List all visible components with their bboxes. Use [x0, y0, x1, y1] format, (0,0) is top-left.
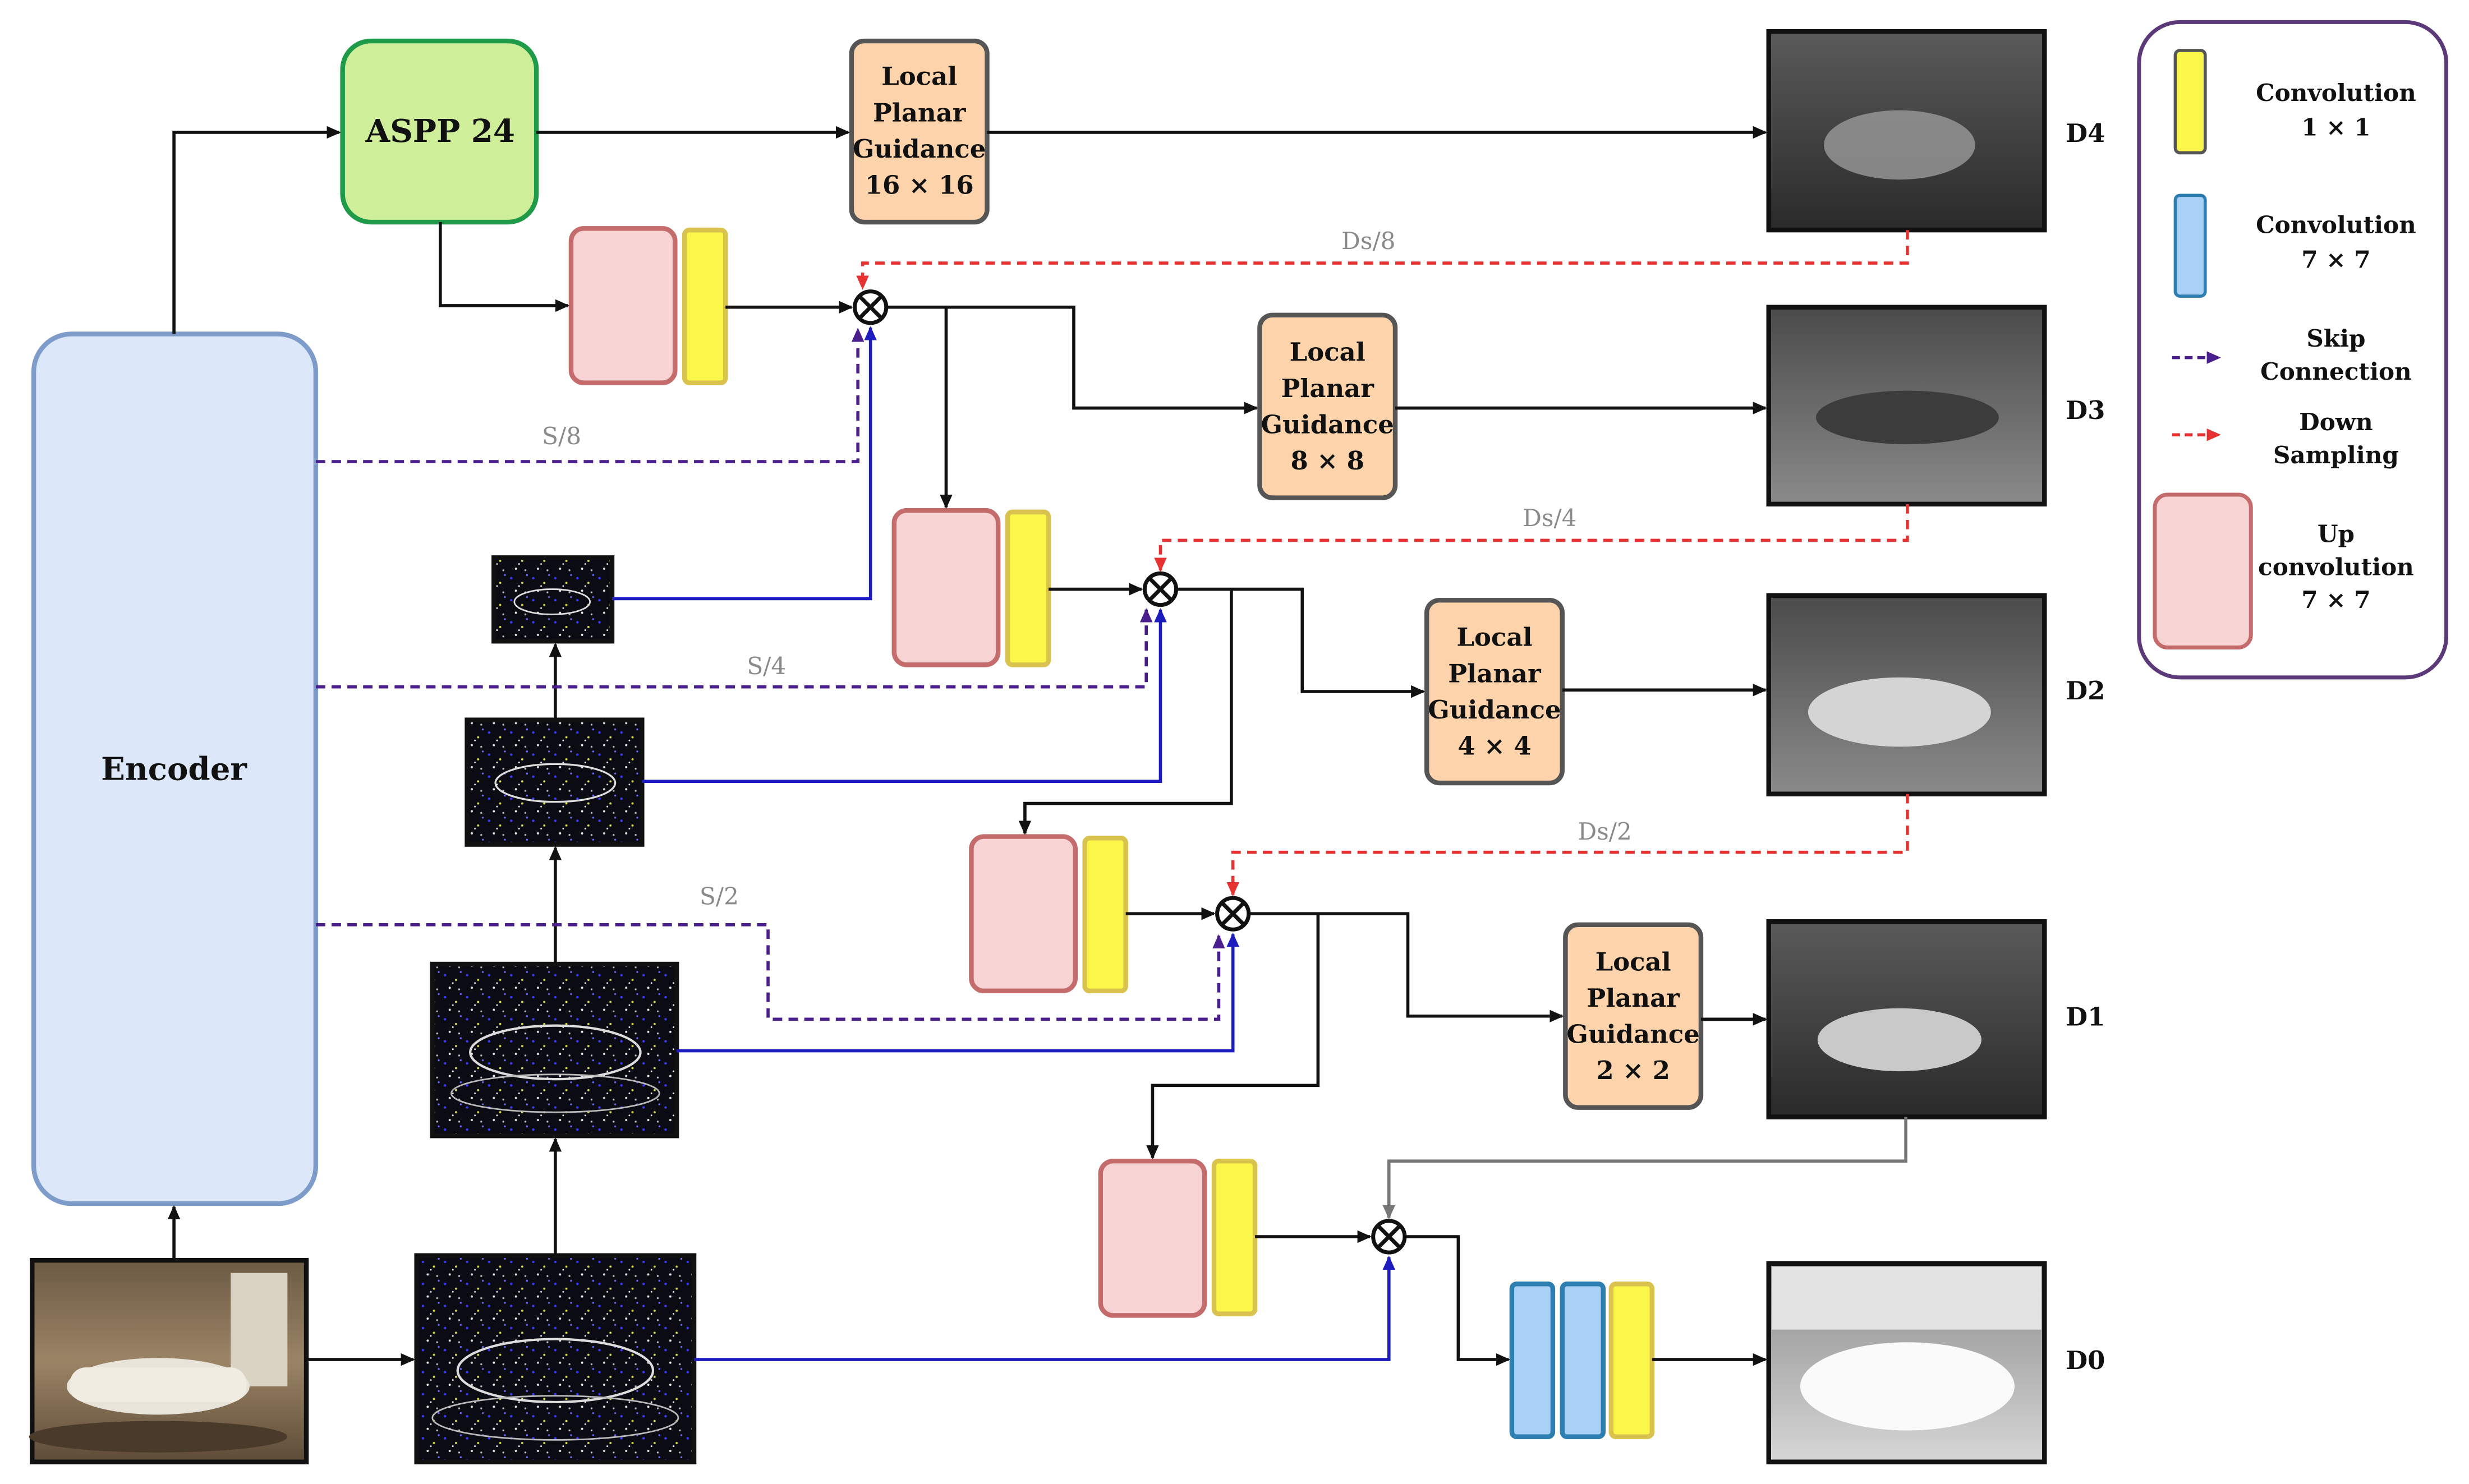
lpg-block-4: Local Planar Guidance 4 × 4	[1424, 597, 1565, 786]
upconv-stage-4	[1098, 1158, 1258, 1318]
legend-upconv-line-3: 7 × 7	[2301, 586, 2370, 614]
edge-map-eighth	[491, 555, 615, 644]
depth-output-d0	[1766, 1261, 2047, 1464]
depth-output-d2	[1766, 593, 2047, 796]
multiply-node-1	[853, 289, 889, 325]
legend-upconv-line-2: convolution	[2258, 552, 2414, 580]
multiply-node-2	[1142, 571, 1179, 607]
lpg-8-line-2: Planar	[1281, 374, 1374, 403]
output-label-d2: D2	[2066, 676, 2105, 706]
aspp-label: ASPP 24	[365, 113, 515, 150]
upconv-stage-2	[891, 508, 1051, 667]
lpg-block-8: Local Planar Guidance 8 × 8	[1257, 312, 1398, 500]
lpg-4-line-2: Planar	[1448, 658, 1542, 688]
legend-conv1-line-1: Convolution	[2256, 79, 2416, 107]
output-label-d3: D3	[2066, 395, 2105, 425]
legend-down-line-1: Down	[2299, 408, 2373, 436]
final-conv-stack	[1509, 1282, 1655, 1439]
down-label-ds4: Ds/4	[1523, 504, 1576, 532]
skip-connection-arrows	[315, 328, 1225, 1021]
legend-conv1-line-2: 1 × 1	[2301, 113, 2370, 141]
upconv-stage-1	[568, 226, 728, 385]
lpg-block-16: Local Planar Guidance 16 × 16	[849, 38, 990, 225]
multiply-node-3	[1215, 896, 1251, 932]
upconv-stage-3	[969, 834, 1128, 994]
skip-label-s2: S/2	[700, 882, 739, 910]
depth-output-d1	[1766, 919, 2047, 1119]
legend-upconv-swatch	[2153, 492, 2253, 649]
edge-feature-arrows	[611, 326, 1396, 1361]
legend-conv7-line-1: Convolution	[2256, 211, 2416, 239]
lpg-block-2: Local Planar Guidance 2 × 2	[1563, 922, 1704, 1110]
lpg-16-line-3: Guidance	[853, 134, 986, 164]
legend-conv1-swatch	[2173, 49, 2207, 155]
lpg-8-line-4: 8 × 8	[1290, 446, 1364, 476]
lpg-4-line-1: Local	[1456, 623, 1532, 652]
lpg-2-line-1: Local	[1596, 947, 1671, 976]
edge-map-half	[430, 961, 679, 1139]
lpg-4-line-3: Guidance	[1428, 695, 1561, 725]
d1-feed-arrow	[1382, 1117, 1907, 1220]
depth-output-d4	[1766, 29, 2047, 233]
lpg-16-line-2: Planar	[873, 98, 967, 127]
depth-output-d3	[1766, 305, 2047, 507]
output-label-d4: D4	[2066, 118, 2105, 148]
edge-map-large	[414, 1253, 697, 1464]
lpg-4-line-4: 4 × 4	[1458, 731, 1531, 761]
output-label-d1: D1	[2066, 1002, 2105, 1032]
lpg-2-line-4: 2 × 2	[1596, 1056, 1670, 1085]
legend: Convolution 1 × 1 Convolution 7 × 7 Skip…	[2137, 20, 2449, 680]
lpg-8-line-3: Guidance	[1261, 409, 1394, 439]
edge-map-quarter	[465, 717, 645, 847]
down-label-ds2: Ds/2	[1578, 818, 1631, 845]
legend-upconv-line-1: Up	[2318, 519, 2355, 547]
main-flow-arrows	[167, 126, 1767, 1366]
skip-label-s8: S/8	[542, 422, 581, 450]
legend-skip-line-2: Connection	[2260, 357, 2412, 385]
encoder-label: Encoder	[101, 750, 247, 787]
lpg-8-line-1: Local	[1290, 337, 1365, 367]
legend-down-line-2: Sampling	[2273, 441, 2399, 469]
multiply-node-4	[1371, 1219, 1407, 1255]
lpg-16-line-1: Local	[881, 62, 957, 91]
skip-label-s4: S/4	[747, 652, 786, 680]
output-label-d0: D0	[2066, 1345, 2105, 1375]
legend-skip-line-1: Skip	[2306, 324, 2365, 352]
legend-conv7-line-2: 7 × 7	[2301, 246, 2370, 274]
lpg-2-line-2: Planar	[1587, 983, 1680, 1013]
down-sampling-arrows	[856, 230, 1909, 897]
lpg-16-line-4: 16 × 16	[865, 170, 974, 200]
lpg-2-line-3: Guidance	[1567, 1020, 1700, 1049]
input-image	[29, 1257, 309, 1464]
down-label-ds8: Ds/8	[1341, 227, 1395, 255]
legend-conv7-swatch	[2173, 193, 2207, 298]
